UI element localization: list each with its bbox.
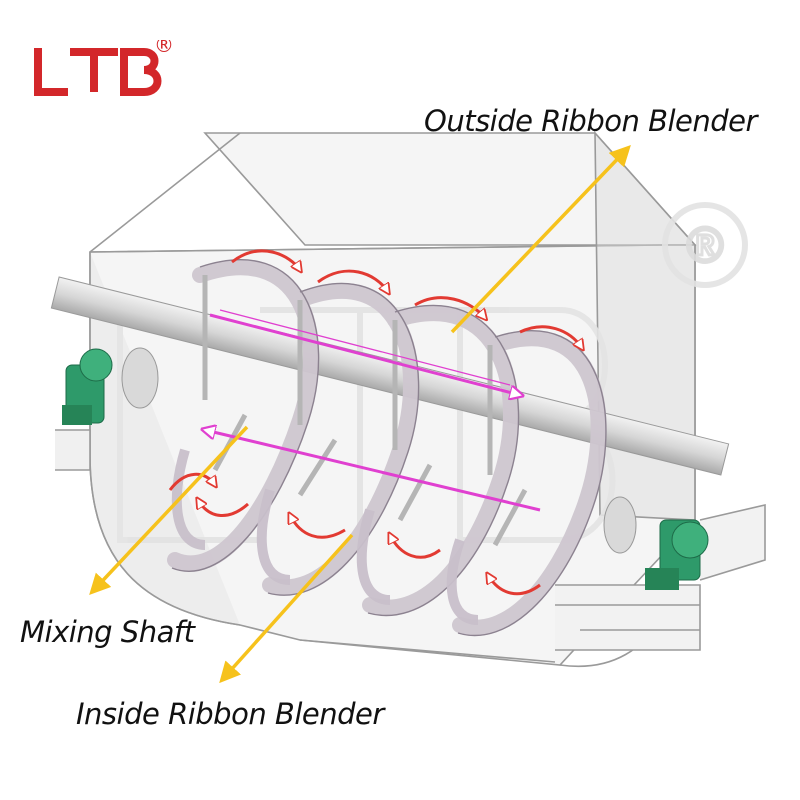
outside-ribbon-pointer	[450, 144, 631, 334]
inside-ribbon-pointer	[219, 533, 354, 684]
svg-text:®: ®	[687, 217, 724, 273]
left-bearing	[62, 348, 113, 425]
flow-arrows-magenta	[205, 309, 541, 512]
outside-ribbon-label: Outside Ribbon Blender	[424, 104, 757, 138]
mixing-shaft-label: Mixing Shaft	[20, 615, 195, 649]
registered-mark: ®	[154, 40, 174, 57]
ltb-logo-mark: ®	[34, 33, 174, 96]
mixing-shaft	[50, 276, 730, 554]
inside-ribbon-label: Inside Ribbon Blender	[76, 697, 384, 731]
right-bearing	[645, 519, 709, 590]
flow-arrows-red	[168, 249, 582, 596]
pointer-arrows	[89, 144, 631, 684]
inside-ribbon	[171, 448, 479, 625]
tank	[55, 130, 766, 667]
mixing-shaft-pointer	[89, 425, 249, 596]
ltb-logo: ®	[32, 33, 182, 109]
